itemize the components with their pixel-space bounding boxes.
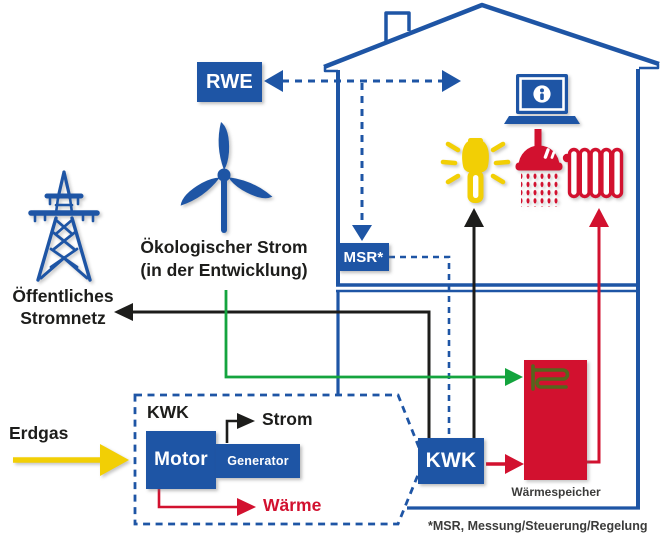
- motor-label: Motor: [154, 449, 208, 470]
- shower-pipe: [534, 129, 542, 149]
- shower-icon: [515, 129, 563, 207]
- motor-waerme-arrow: [157, 488, 256, 516]
- msr-box: MSR*: [338, 243, 389, 271]
- arrowhead-strom: [237, 413, 255, 429]
- arrowhead-erdgas: [100, 444, 129, 476]
- generator-box: Generator: [216, 444, 300, 478]
- turbine-hub: [217, 168, 231, 182]
- public-grid-label: Öffentliches Stromnetz: [2, 285, 124, 329]
- generator-strom-arrow: [225, 413, 255, 443]
- arrowhead-down-to-msr: [352, 225, 372, 241]
- turbine-blades: [180, 122, 273, 206]
- public-grid-line2: Stromnetz: [20, 308, 106, 328]
- msr-footnote: *MSR, Messung/Steuerung/Regelung: [428, 519, 648, 533]
- house-chimney: [384, 11, 411, 43]
- strom-label: Strom: [262, 409, 313, 429]
- house-roof: [323, 2, 660, 70]
- house-icon: [323, 2, 660, 510]
- kwk-house-label: KWK: [425, 449, 477, 472]
- kwk-grid-power-line: [114, 303, 431, 440]
- power-pylon-icon: [28, 170, 100, 282]
- erdgas-label: Erdgas: [9, 423, 69, 443]
- arrowhead-to-grid: [114, 303, 133, 321]
- speicher-radiator-heat-line: [586, 208, 609, 464]
- shower-water-drops: [521, 173, 560, 207]
- house-right-eave: [639, 64, 660, 70]
- arrowhead-to-speicher-red: [505, 454, 524, 474]
- radiator-icon: [562, 147, 624, 199]
- laptop-info-icon: [504, 74, 580, 124]
- waerme-label: Wärme: [263, 495, 322, 515]
- rwe-box: RWE: [197, 62, 262, 102]
- arrowhead-to-radiator: [589, 208, 609, 227]
- kwk-house-box: KWK: [418, 438, 484, 484]
- oekostrom-line2: (in der Entwicklung): [140, 260, 308, 280]
- house-left-eave: [323, 67, 338, 73]
- oekostrom-label: Ökologischer Strom (in der Entwicklung): [114, 236, 334, 282]
- kwk-bulb-power-line: [464, 208, 484, 440]
- light-bulb-icon: [440, 138, 511, 203]
- arrowhead-left-to-rwe: [264, 70, 283, 92]
- erdgas-arrow: [13, 444, 129, 476]
- arrowhead-waerme: [237, 498, 256, 516]
- public-grid-line1: Öffentliches: [12, 286, 114, 306]
- laptop-base: [504, 116, 580, 124]
- msr-label: MSR*: [343, 248, 384, 266]
- bulb-rays: [440, 141, 511, 185]
- motor-box: Motor: [146, 431, 216, 489]
- arrowhead-to-bulb: [464, 208, 484, 227]
- generator-label: Generator: [227, 454, 289, 468]
- oekostrom-line1: Ökologischer Strom: [140, 237, 308, 257]
- arrowhead-to-speicher-green: [505, 368, 523, 386]
- house-msr-dashed-link: [352, 83, 372, 241]
- bulb-tube-slot: [473, 175, 479, 198]
- kwk-plant-dashed-frame: [133, 393, 426, 526]
- shower-rim: [515, 162, 563, 171]
- eco-power-line: [224, 290, 523, 386]
- heat-storage-icon: [524, 360, 587, 480]
- heat-storage-coil-icon: [531, 364, 570, 391]
- kwk-speicher-heat-line: [486, 454, 524, 474]
- wind-turbine-icon: [180, 122, 273, 233]
- waermespeicher-label: Wärmespeicher: [511, 485, 601, 499]
- rwe-house-dashed-link: [264, 70, 461, 92]
- rwe-label: RWE: [206, 70, 253, 93]
- arrowhead-right-to-house: [442, 70, 461, 92]
- kwk-plant-label: KWK: [147, 402, 189, 422]
